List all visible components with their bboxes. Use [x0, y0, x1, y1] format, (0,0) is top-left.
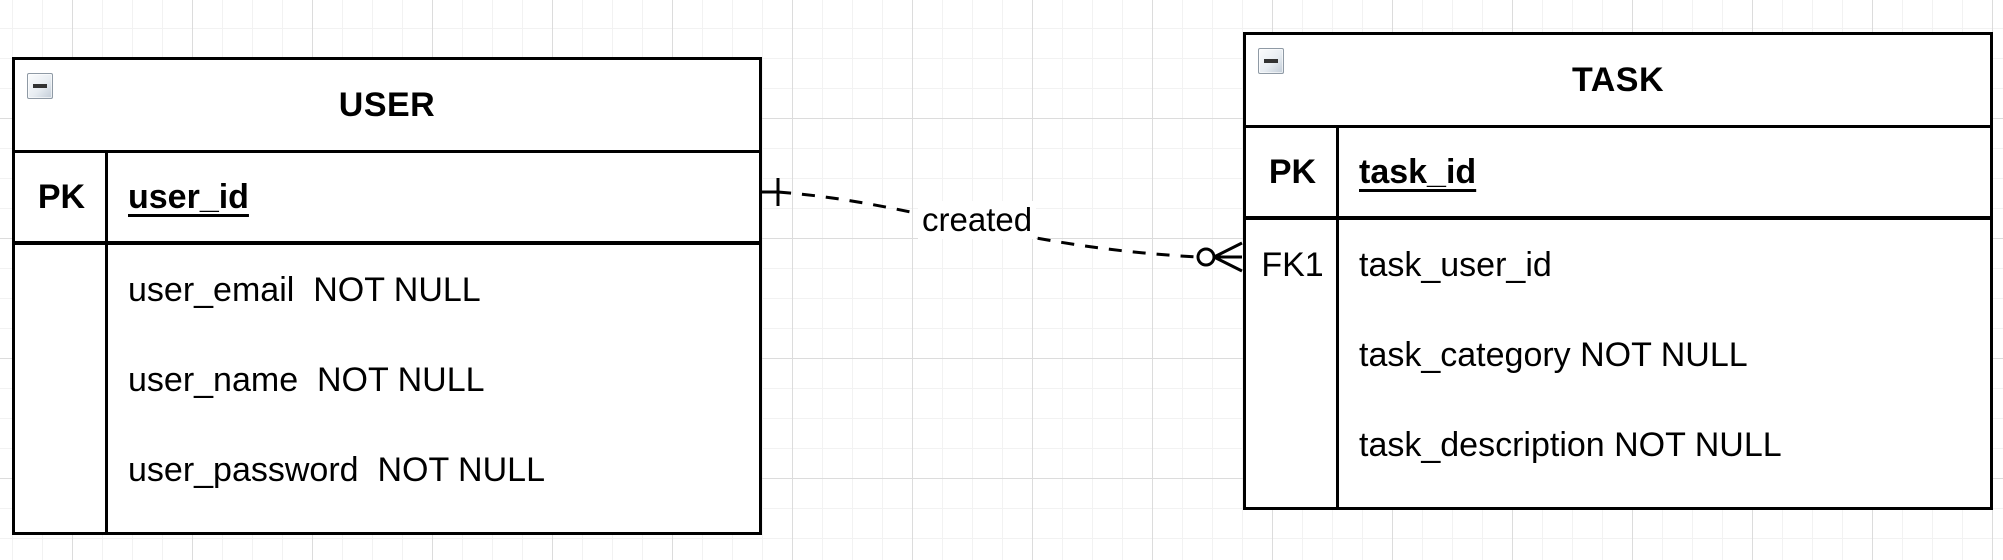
attribute-name: user_id	[128, 177, 249, 216]
table-row[interactable]: user_name NOT NULL	[15, 335, 759, 425]
table-row[interactable]: PK task_id	[1246, 128, 1990, 220]
collapse-button[interactable]	[27, 73, 53, 99]
attribute-name: task_id	[1359, 152, 1477, 191]
table-row[interactable]: user_password NOT NULL	[15, 425, 759, 515]
collapse-button[interactable]	[1258, 48, 1284, 74]
entity-task[interactable]: TASK PK task_id FK1 task_user_id task_ca…	[1243, 32, 1993, 510]
attribute-name: task_description NOT NULL	[1359, 425, 1782, 464]
entity-task-body: PK task_id FK1 task_user_id task_categor…	[1246, 128, 1990, 507]
entity-title: TASK	[1571, 60, 1665, 99]
attribute-name: user_password NOT NULL	[128, 450, 545, 489]
minus-icon	[33, 84, 47, 88]
key-column-divider	[1336, 128, 1339, 507]
entity-user-body: PK user_id user_email NOT NULL user_name…	[15, 153, 759, 532]
table-row[interactable]: task_category NOT NULL	[1246, 310, 1990, 400]
key-cell: PK	[1268, 152, 1317, 191]
attribute-name: task_user_id	[1359, 245, 1552, 284]
attribute-name: user_name NOT NULL	[128, 360, 485, 399]
relationship-label[interactable]: created	[918, 201, 1037, 239]
key-cell: FK1	[1261, 245, 1324, 284]
attribute-name: user_email NOT NULL	[128, 270, 481, 309]
table-row[interactable]: user_email NOT NULL	[15, 245, 759, 335]
entity-task-header: TASK	[1246, 35, 1990, 128]
table-row[interactable]: FK1 task_user_id	[1246, 220, 1990, 310]
key-column-divider	[105, 153, 108, 532]
table-row[interactable]: task_description NOT NULL	[1246, 400, 1990, 490]
table-row[interactable]: PK user_id	[15, 153, 759, 245]
key-cell: PK	[37, 177, 86, 216]
entity-title: USER	[338, 85, 436, 124]
entity-user[interactable]: USER PK user_id user_email NOT NULL user…	[12, 57, 762, 535]
zero-or-many-icon	[1196, 241, 1243, 273]
entity-user-header: USER	[15, 60, 759, 153]
minus-icon	[1264, 59, 1278, 63]
attribute-name: task_category NOT NULL	[1359, 335, 1748, 374]
